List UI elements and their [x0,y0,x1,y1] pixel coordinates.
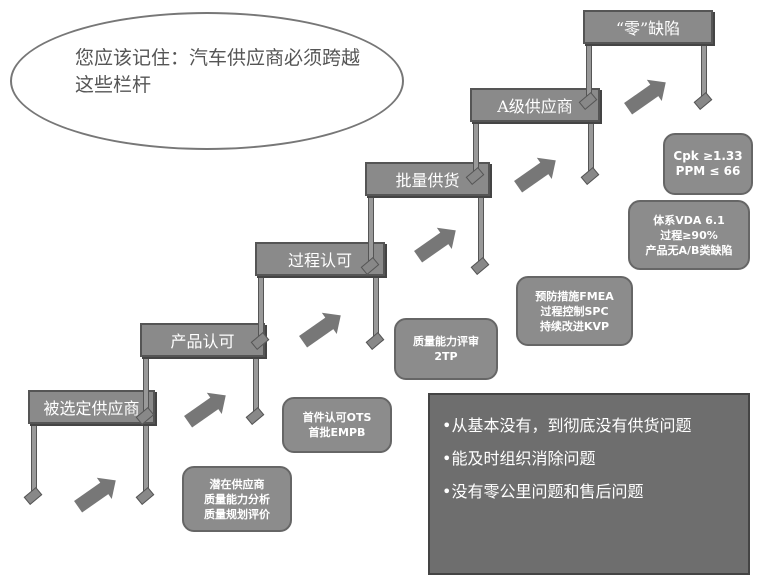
arrow-icon [74,481,110,513]
hurdle-foot [693,92,713,110]
step-bar: 产品认可 [140,323,265,357]
arrow-icon [514,161,550,193]
callout-line: 潜在供应商 [209,477,265,491]
hurdle-foot [23,487,43,505]
hurdle-post [478,192,484,265]
callout-line: 过程≥90% [660,228,718,242]
hurdle-post [258,272,264,340]
callout-line: 过程控制SPC [540,304,609,318]
arrow-icon [414,231,450,263]
callout-3: 质量能力评审 2TP [394,318,498,380]
callout-line: 产品无A/B类缺陷 [645,243,733,257]
callout-line: 预防措施FMEA [535,289,614,303]
step-bar: “零”缺陷 [583,10,713,44]
callout-line: 持续改进KVP [539,319,610,333]
callout-line: PPM ≤ 66 [675,164,741,178]
hurdle-foot [470,257,490,275]
hurdle-post [373,272,379,340]
hurdle-post [586,40,592,100]
callout-line: 首批EMPB [308,426,366,439]
summary-box: •从基本没有，到彻底没有供货问题 •能及时组织消除问题 •没有零公里问题和售后问… [428,393,750,575]
hurdle-foot [365,332,385,350]
summary-item: •能及时组织消除问题 [442,449,596,468]
callout-line: 体系VDA 6.1 [653,213,725,227]
step-bar: 被选定供应商 [28,390,155,424]
hurdle-foot [135,487,155,505]
hurdle-post [31,420,37,495]
hurdle-post [143,420,149,495]
reminder-text: 您应该记住：汽车供应商必须跨越这些栏杆 [75,47,361,96]
reminder-ellipse [10,12,404,150]
arrow-icon [299,316,335,348]
arrow-icon [624,83,660,115]
step-bar: A级供应商 [470,88,600,122]
hurdle-post [143,353,149,415]
arrow-icon [184,396,220,428]
callout-line: 首件认可OTS [302,411,372,424]
hurdle-post [701,40,707,100]
hurdle-post [368,192,374,265]
callout-line: 质量规划评价 [204,507,270,521]
summary-item: •从基本没有，到彻底没有供货问题 [442,416,692,435]
callout-line: 2TP [434,350,458,363]
callout-line: Cpk ≥1.33 [673,149,743,163]
callout-2: 首件认可OTS 首批EMPB [282,397,392,453]
hurdle-foot [580,167,600,185]
hurdle-foot [245,407,265,425]
summary-item: •没有零公里问题和售后问题 [442,482,644,501]
callout-line: 质量能力分析 [204,492,270,506]
hurdle-post [253,353,259,415]
callout-line: 质量能力评审 [413,335,479,348]
callout-1: 潜在供应商质量能力分析质量规划评价 [182,466,292,532]
